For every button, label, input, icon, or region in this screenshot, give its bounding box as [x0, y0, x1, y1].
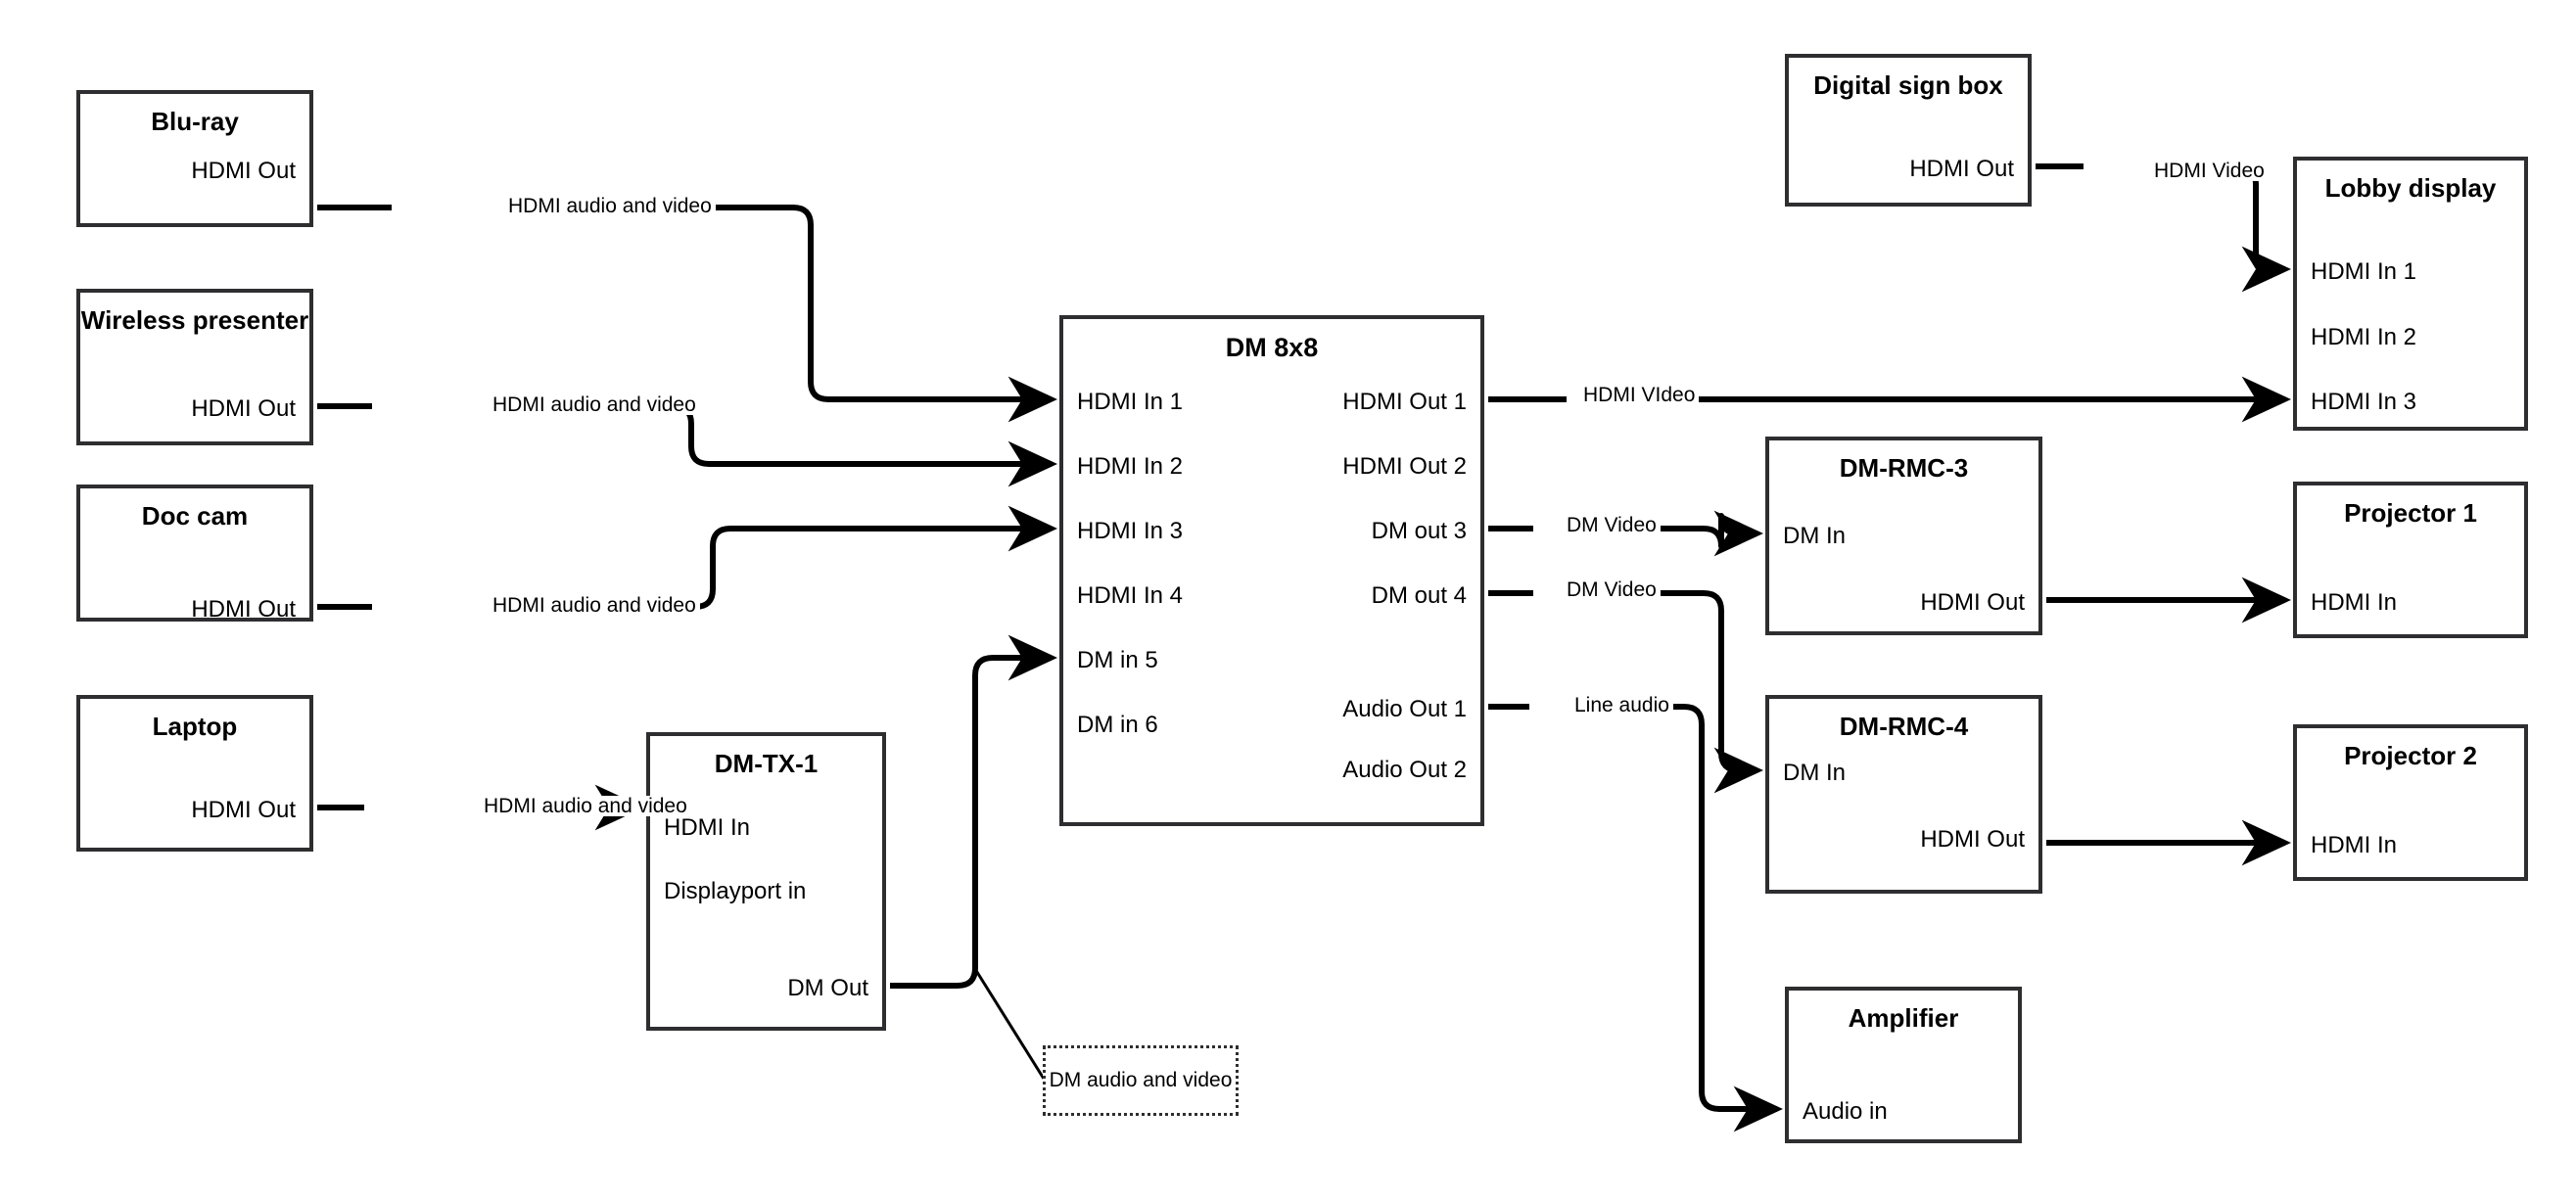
port-laptop-hdmi-out: HDMI Out [191, 796, 296, 823]
device-title-laptop: Laptop [152, 712, 238, 741]
connector-label-laptop-to-tx1: HDMI audio and video [480, 795, 691, 816]
device-title-projector-2: Projector 2 [2344, 741, 2477, 770]
device-title-amplifier: Amplifier [1848, 1003, 1959, 1033]
device-title-digital-sign-box: Digital sign box [1813, 70, 2003, 100]
port-dm-rmc-3-hdmi-out: HDMI Out [1920, 588, 2025, 616]
device-title-dm-tx-1: DM-TX-1 [714, 749, 819, 778]
port-dm-8x8-dm-out-3: DM out 3 [1371, 517, 1467, 544]
port-dm-8x8-hdmi-in-4: HDMI In 4 [1077, 581, 1184, 609]
port-dm-8x8-hdmi-out-1: HDMI Out 1 [1342, 388, 1467, 415]
connector-label-blu-ray-to-in1: HDMI audio and video [504, 195, 716, 216]
port-dm-rmc-4-dm-in: DM In [1783, 759, 1847, 786]
port-dm-8x8-hdmi-in-1: HDMI In 1 [1077, 388, 1184, 415]
device-title-wireless-presenter: Wireless presenter [80, 305, 309, 335]
device-box-dm-rmc-4[interactable]: DM-RMC-4 DM In HDMI Out [1765, 695, 2042, 894]
device-title-dm-rmc-3: DM-RMC-3 [1839, 453, 1969, 483]
connector-label-audioout1-to-amp: Line audio [1570, 694, 1673, 716]
port-blu-ray-hdmi-out: HDMI Out [191, 157, 296, 184]
port-dm-tx-1-displayport-in: Displayport in [664, 877, 807, 904]
wire-dm-tx-1-to-dm-in-5 [890, 634, 1057, 989]
connector-label-out1-to-lobby-in3: HDMI VIdeo [1579, 384, 1700, 405]
device-title-doc-cam: Doc cam [141, 501, 249, 531]
connector-label-wireless-to-in2: HDMI audio and video [489, 393, 700, 415]
callout-dm-audio-and-video: DM audio and video [1043, 1045, 1239, 1116]
device-title-projector-1: Projector 1 [2344, 498, 2477, 528]
port-dm-8x8-dm-in-6: DM in 6 [1077, 711, 1158, 738]
port-dm-8x8-hdmi-in-3: HDMI In 3 [1077, 517, 1184, 544]
port-lobby-display-hdmi-in-2: HDMI In 2 [2311, 323, 2417, 350]
device-box-dm-rmc-3[interactable]: DM-RMC-3 DM In HDMI Out [1765, 437, 2042, 635]
port-amplifier-audio-in: Audio in [1803, 1097, 1888, 1125]
port-dm-rmc-4-hdmi-out: HDMI Out [1920, 825, 2025, 853]
port-projector-2-hdmi-in: HDMI In [2311, 831, 2398, 858]
device-title-lobby-display: Lobby display [2324, 173, 2497, 203]
port-lobby-display-hdmi-in-1: HDMI In 1 [2311, 257, 2417, 285]
port-projector-1-hdmi-in: HDMI In [2311, 588, 2398, 616]
port-dm-8x8-audio-out-1: Audio Out 1 [1342, 695, 1467, 722]
wire-audio-out-1-to-amplifier [1488, 704, 1777, 1109]
port-doc-cam-hdmi-out: HDMI Out [191, 595, 296, 623]
port-dm-8x8-dm-out-4: DM out 4 [1371, 581, 1467, 609]
port-digital-sign-box-hdmi-out: HDMI Out [1909, 155, 2014, 182]
port-dm-8x8-audio-out-2: Audio Out 2 [1342, 756, 1467, 783]
port-dm-8x8-hdmi-in-2: HDMI In 2 [1077, 452, 1184, 480]
wire-dm-out-4-to-dm-rmc-4 [1488, 590, 1757, 770]
device-title-blu-ray: Blu-ray [151, 107, 239, 136]
callout-leader-line [973, 968, 1046, 1080]
device-title-dm-8x8: DM 8x8 [1225, 333, 1319, 362]
port-dm-8x8-hdmi-out-2: HDMI Out 2 [1342, 452, 1467, 480]
port-dm-tx-1-dm-out: DM Out [787, 974, 868, 1001]
device-box-projector-1[interactable]: Projector 1 HDMI In [2293, 482, 2528, 638]
port-lobby-display-hdmi-in-3: HDMI In 3 [2311, 388, 2417, 415]
device-box-projector-2[interactable]: Projector 2 HDMI In [2293, 724, 2528, 881]
port-dm-rmc-3-dm-in: DM In [1783, 522, 1847, 549]
connector-label-dmout3-to-rmc3: DM Video [1563, 514, 1661, 535]
connector-label-signbox-to-lobby-in1: HDMI Video [2150, 160, 2269, 181]
callout-text: DM audio and video [1049, 1068, 1233, 1091]
wire-blu-ray-to-hdmi-in-1 [317, 205, 1052, 399]
connector-label-dmout4-to-rmc4: DM Video [1563, 578, 1661, 600]
connector-label-doccam-to-in3: HDMI audio and video [489, 594, 700, 616]
port-dm-8x8-dm-in-5: DM in 5 [1077, 646, 1158, 673]
port-dm-tx-1-hdmi-in: HDMI In [664, 813, 751, 841]
port-wireless-presenter-hdmi-out: HDMI Out [191, 394, 296, 422]
device-title-dm-rmc-4: DM-RMC-4 [1839, 712, 1969, 741]
